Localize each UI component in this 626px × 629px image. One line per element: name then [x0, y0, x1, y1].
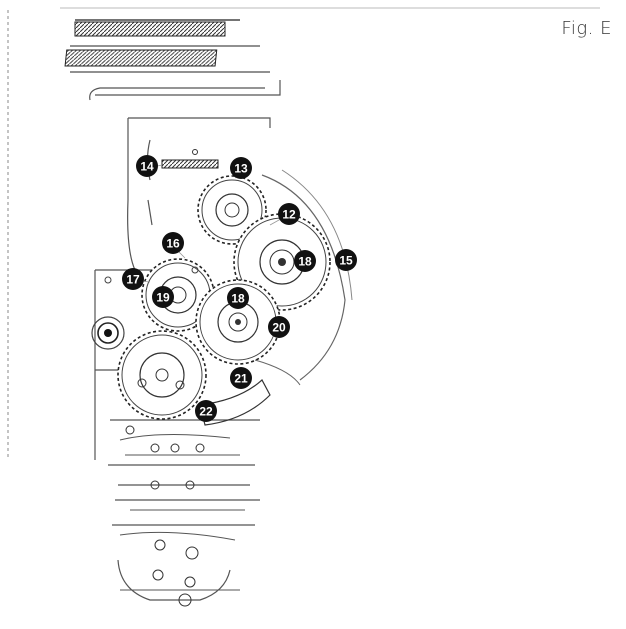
callout-13: 13	[230, 157, 252, 179]
callout-14: 14	[136, 155, 158, 177]
rack-pin	[192, 149, 198, 155]
callout-21: 21	[230, 367, 252, 389]
svg-text:18: 18	[231, 292, 245, 306]
callout-18-lower: 18	[227, 287, 249, 309]
callout-17: 17	[122, 268, 144, 290]
svg-text:18: 18	[298, 255, 312, 269]
lower-arm	[199, 379, 271, 426]
svg-text:20: 20	[272, 321, 286, 335]
svg-text:22: 22	[199, 405, 213, 419]
svg-text:16: 16	[166, 237, 180, 251]
pin-a	[104, 276, 112, 284]
callout-15: 15	[335, 249, 357, 271]
svg-text:17: 17	[126, 273, 140, 287]
top-strip	[64, 19, 270, 73]
left-knob	[91, 316, 125, 350]
svg-text:21: 21	[234, 372, 248, 386]
callout-12: 12	[278, 203, 300, 225]
lower-screws	[125, 425, 205, 607]
callout-16: 16	[162, 232, 184, 254]
pin-b	[191, 266, 199, 274]
rack-bar	[161, 159, 219, 169]
figure-label: Fig. E	[561, 18, 612, 39]
callout-18-upper: 18	[294, 250, 316, 272]
svg-text:19: 19	[156, 291, 170, 305]
callout-22: 22	[195, 400, 217, 422]
outer-guide-arc	[261, 174, 346, 381]
svg-text:12: 12	[282, 208, 296, 222]
callout-20: 20	[268, 316, 290, 338]
svg-text:15: 15	[339, 254, 353, 268]
callout-19: 19	[152, 286, 174, 308]
svg-text:13: 13	[234, 162, 248, 176]
svg-text:14: 14	[140, 160, 154, 174]
lower-bracket	[119, 433, 245, 591]
gear-lower	[117, 330, 207, 420]
